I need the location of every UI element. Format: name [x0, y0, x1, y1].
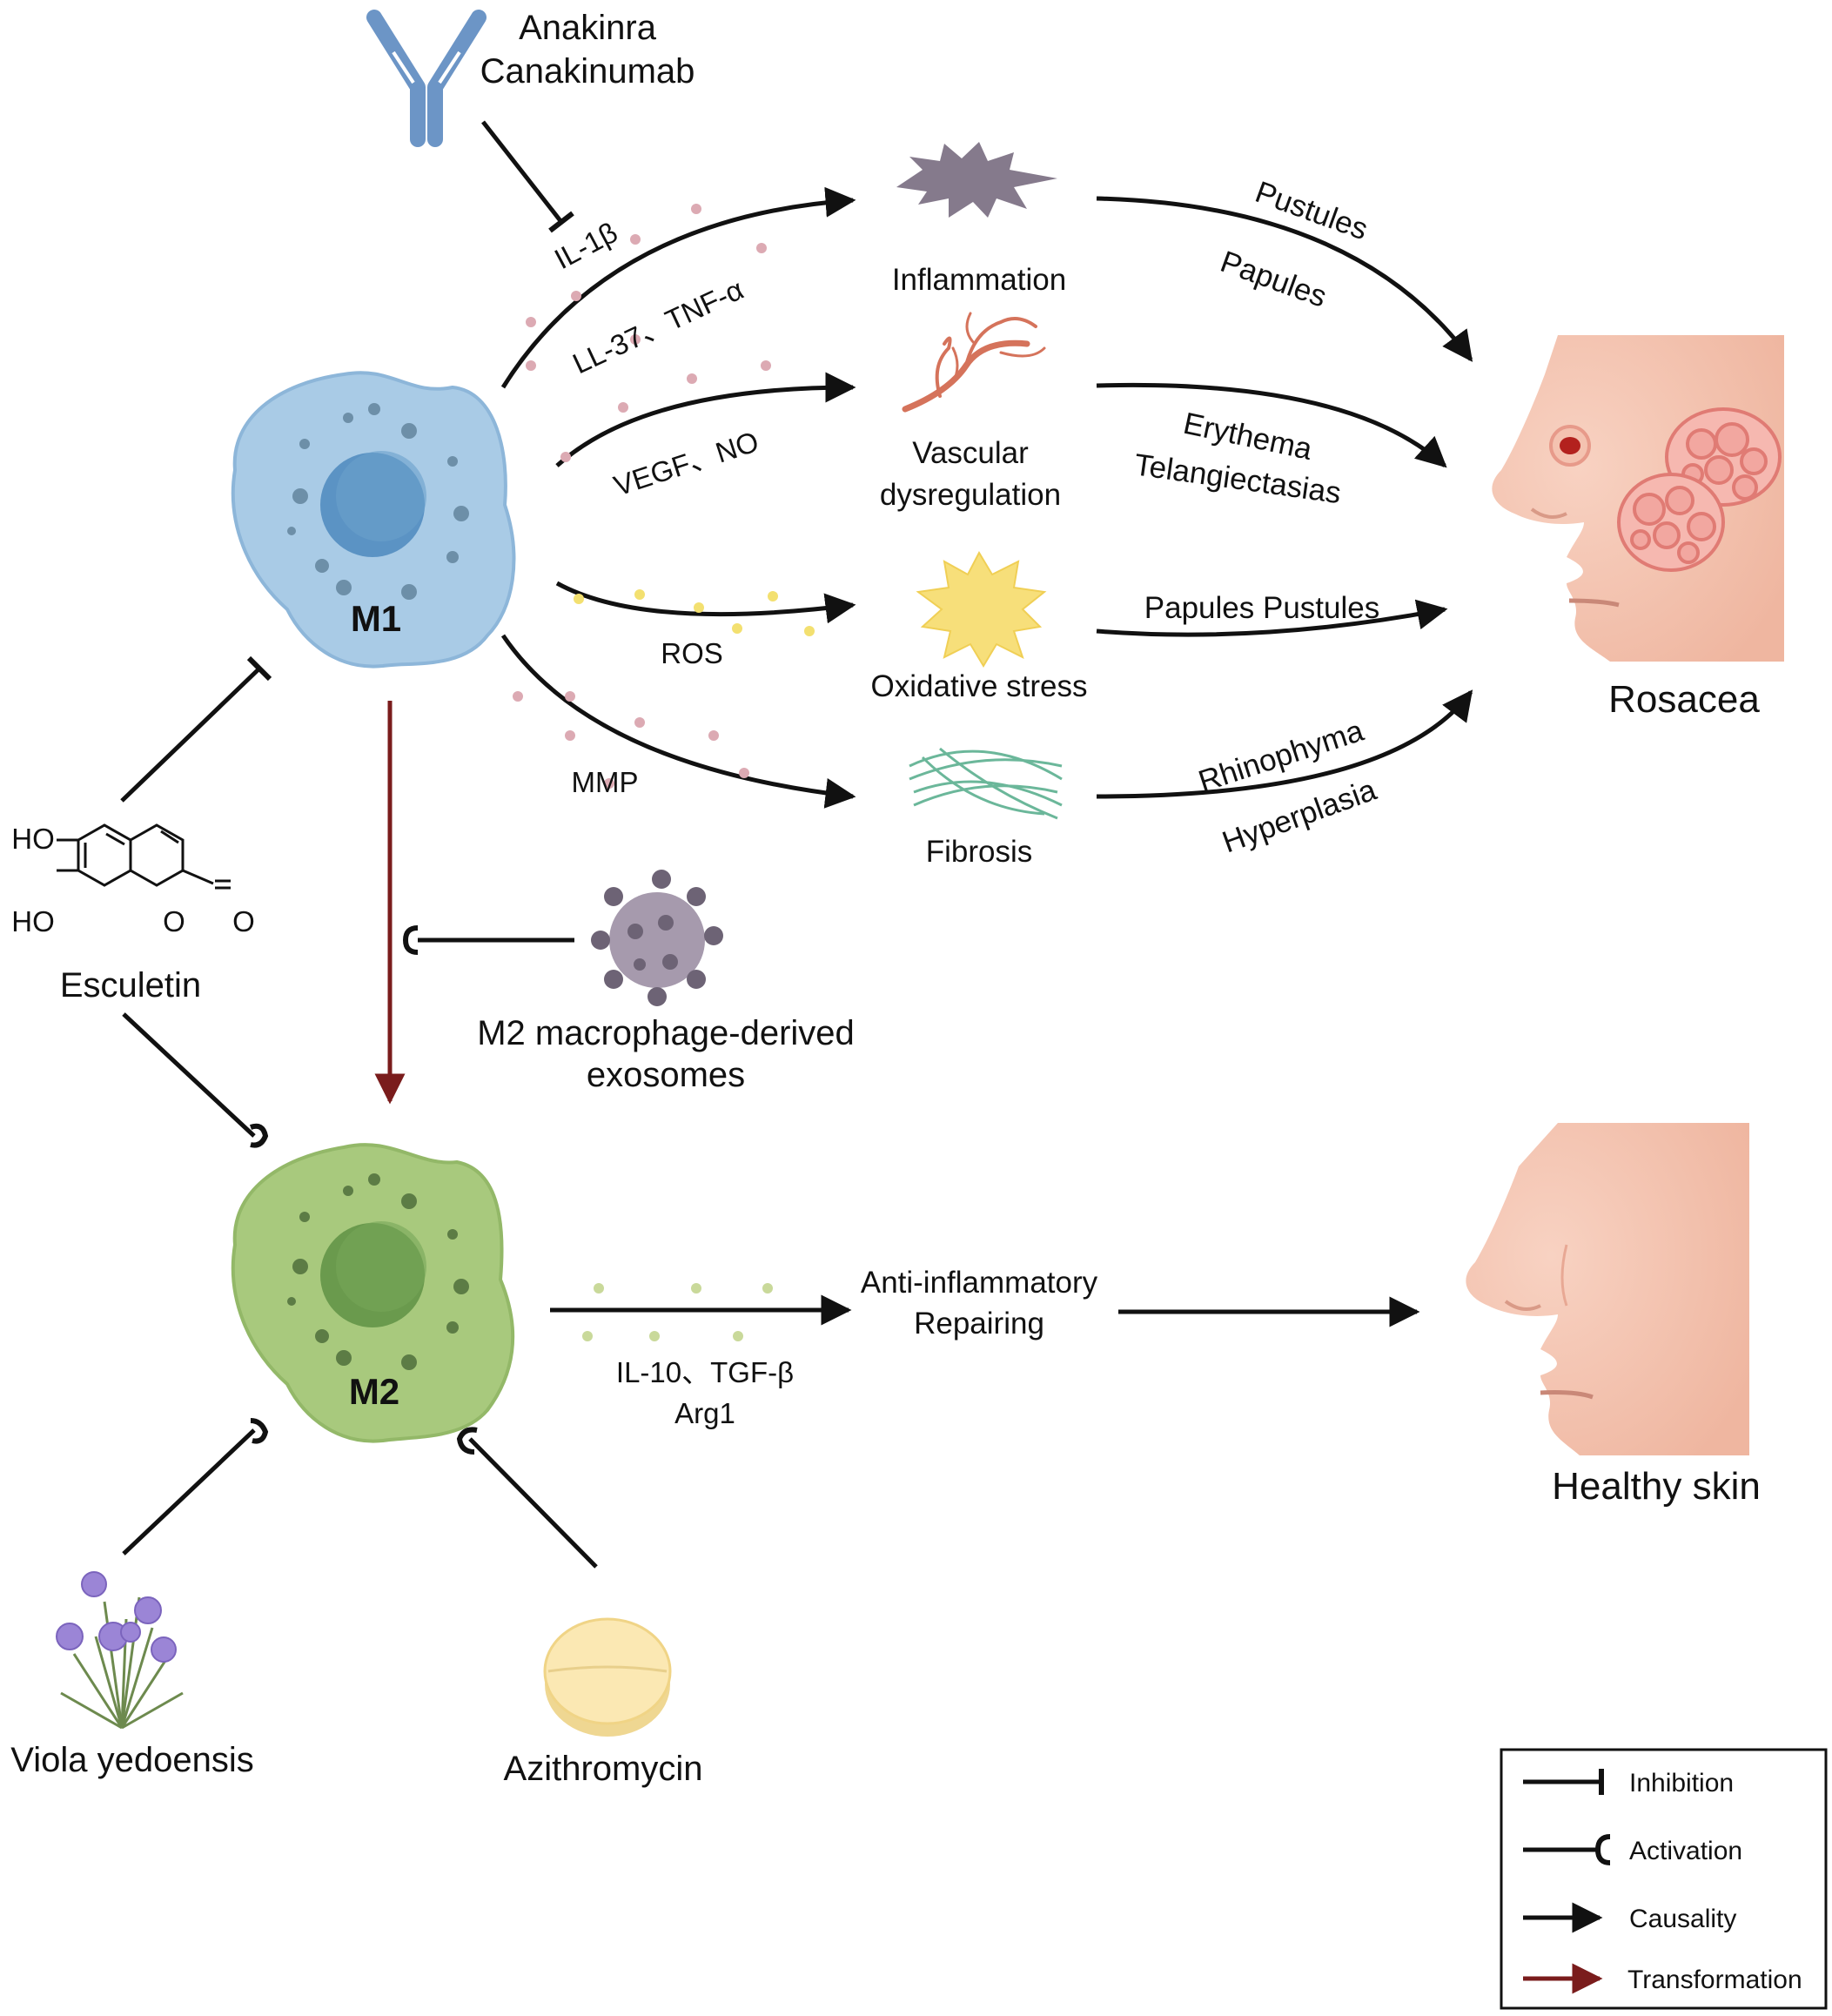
m2-label: M2 — [349, 1371, 399, 1412]
legend-causality-label: Causality — [1629, 1905, 1736, 1933]
esculetin-oh-1: HO — [11, 823, 55, 855]
legend-activation-label: Activation — [1629, 1837, 1742, 1865]
mediator-dots-green — [582, 1283, 773, 1341]
legend-transformation-label: Transformation — [1627, 1966, 1802, 1994]
symptom-papules-pustules: Papules Pustules — [1144, 591, 1379, 625]
process-oxidative: Oxidative stress — [871, 669, 1088, 703]
process-repairing: Repairing — [914, 1307, 1044, 1341]
process-vascular-1: Vascular — [912, 436, 1029, 470]
process-anti-inflammatory: Anti-inflammatory — [861, 1266, 1098, 1300]
rosacea-face-illustration — [1492, 335, 1784, 662]
arrow-m1-oxidative — [555, 581, 856, 624]
arrow-fibrosis-rosacea — [1096, 689, 1473, 799]
antibody-label-2: Canakinumab — [480, 52, 695, 91]
mediator-vegf-no: VEGF、NO — [610, 425, 762, 501]
legend-causality: Causality — [1523, 1902, 1736, 1933]
viola-label: Viola yedoensis — [10, 1741, 253, 1779]
m1-macrophage-cell — [231, 371, 516, 669]
antibody-icon — [366, 10, 487, 147]
process-inflammation: Inflammation — [892, 263, 1066, 297]
exosome-label-1: M2 macrophage-derived — [477, 1014, 855, 1052]
legend: Inhibition Activation Causality Transfor… — [1500, 1748, 1828, 2010]
esculetin-oh-2: HO — [11, 905, 55, 937]
symptom-telangiectasias: Telangiectasias — [1132, 447, 1343, 510]
esculetin-activation-line — [122, 1012, 269, 1148]
azithromycin-pill-icon — [543, 1617, 672, 1737]
antibody-label-1: Anakinra — [519, 9, 657, 47]
m2-macrophage-cell — [231, 1143, 515, 1443]
esculetin-structure-icon — [57, 823, 231, 890]
oxidative-stress-icon — [916, 550, 1047, 668]
rosacea-label: Rosacea — [1608, 678, 1760, 721]
exosome-label-2: exosomes — [587, 1056, 745, 1094]
viola-activation-line — [122, 1418, 269, 1556]
esculetin-inhibition-line — [120, 655, 272, 803]
fibrosis-icon — [909, 747, 1063, 820]
legend-inhibition: Inhibition — [1523, 1769, 1734, 1798]
arrow-oxidative-rosacea — [1096, 599, 1448, 637]
mediator-mmp: MMP — [572, 766, 639, 798]
azithromycin-label: Azithromycin — [504, 1750, 703, 1788]
exosome-activation-line — [402, 925, 574, 955]
antibody-inhibition-line — [481, 120, 574, 233]
arrow-vascular-rosacea — [1096, 382, 1447, 468]
exosome-icon — [591, 870, 723, 1006]
healthy-skin-label: Healthy skin — [1552, 1465, 1761, 1508]
legend-activation: Activation — [1523, 1834, 1742, 1865]
azithromycin-activation-line — [456, 1427, 598, 1569]
legend-transformation: Transformation — [1523, 1963, 1802, 1994]
arrow-m1-inflammation — [500, 186, 856, 389]
mediator-m2-line1: IL-10、TGF-β — [616, 1356, 794, 1388]
arrow-m1-vascular — [555, 372, 856, 467]
mediator-dots-yellow — [574, 589, 815, 636]
arrow-m1-fibrosis — [500, 634, 856, 809]
esculetin-label: Esculetin — [60, 966, 201, 1005]
viola-yedoensis-flower-icon — [56, 1571, 184, 1730]
mediator-dots-pink — [513, 204, 771, 789]
healthy-face-illustration — [1466, 1123, 1749, 1455]
arrow-inflammation-rosacea — [1096, 196, 1473, 362]
blood-vessel-icon — [902, 312, 1046, 413]
process-fibrosis: Fibrosis — [926, 835, 1033, 869]
inflammation-icon — [896, 142, 1057, 218]
m1-label: M1 — [351, 598, 401, 639]
esculetin-ring-o: O — [163, 905, 185, 937]
legend-inhibition-label: Inhibition — [1629, 1769, 1734, 1798]
process-vascular-2: dysregulation — [880, 478, 1061, 512]
mediator-ros: ROS — [661, 637, 723, 669]
mediator-m2-line2: Arg1 — [674, 1397, 735, 1429]
symptom-papules: Papules — [1216, 245, 1331, 314]
esculetin-carbonyl-o: O — [232, 905, 255, 937]
